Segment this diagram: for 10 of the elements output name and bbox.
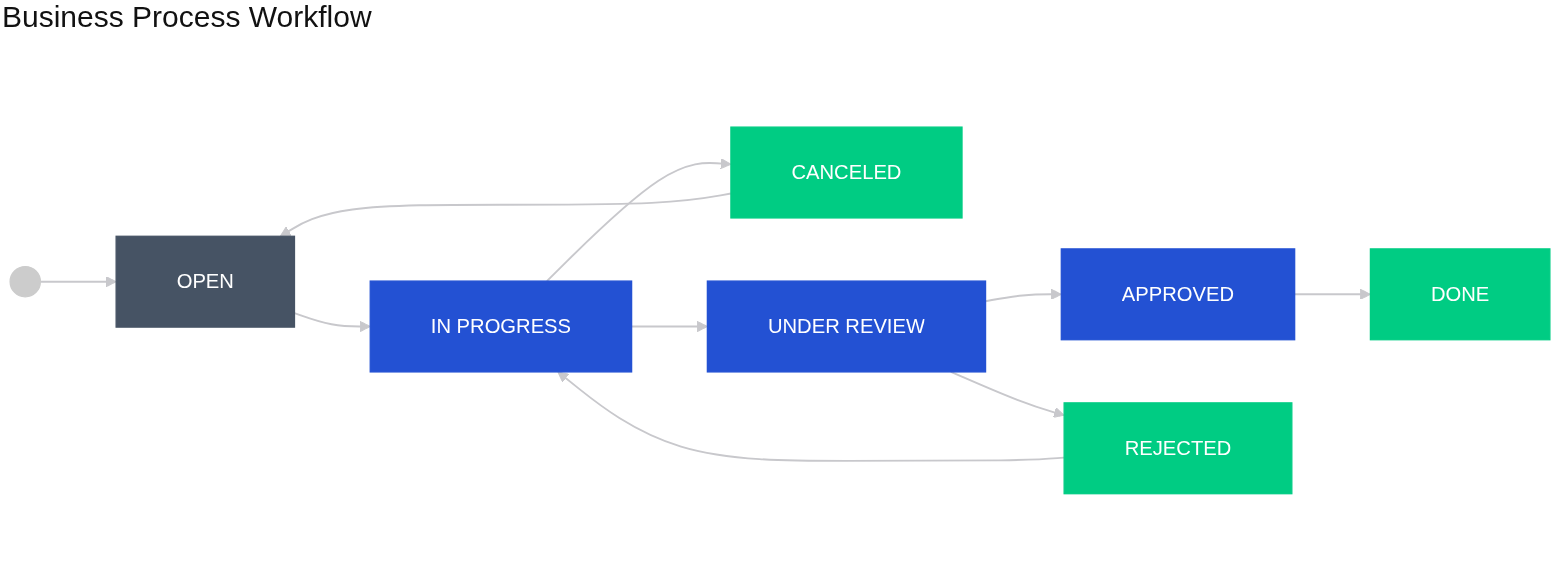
node-box: UNDER REVIEW xyxy=(706,280,987,373)
node-box: OPEN xyxy=(115,235,296,328)
node-circle xyxy=(9,265,41,298)
node-box: REJECTED xyxy=(1063,401,1293,494)
node-box: APPROVED xyxy=(1060,247,1296,340)
node-box: CANCELED xyxy=(730,126,963,219)
node-box: DONE xyxy=(1369,247,1551,340)
node-box: IN PROGRESS xyxy=(369,280,633,373)
arrow xyxy=(949,370,1065,418)
diagram-title: Business Process Workflow xyxy=(2,0,372,34)
